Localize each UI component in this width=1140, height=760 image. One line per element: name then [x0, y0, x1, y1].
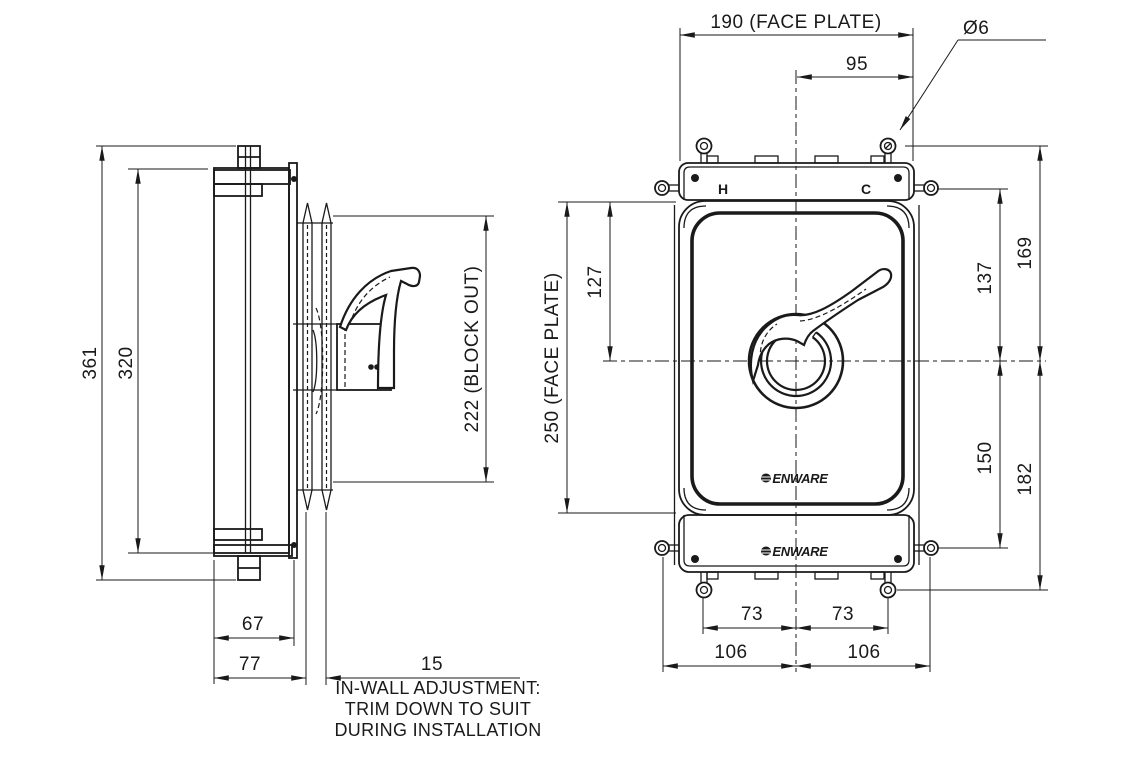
dim-screw-left-text: 73: [741, 604, 763, 625]
bracket-hole-bottom-right: [894, 555, 902, 563]
note-line-1: IN-WALL ADJUSTMENT:: [335, 678, 540, 698]
installation-note: IN-WALL ADJUSTMENT: TRIM DOWN TO SUIT DU…: [334, 678, 541, 740]
escutcheon-bulge-hidden: [315, 307, 324, 415]
brand-logo-plate: ENWARE: [761, 471, 829, 486]
dim-centre-to-bottom-screw-text: 182: [1015, 462, 1036, 495]
dim-half-width-text: 95: [846, 54, 868, 75]
bottom-screw-left: [695, 572, 713, 599]
bracket-hole-bottom-left: [691, 555, 699, 563]
side-body: [213, 167, 290, 554]
note-line-3: DURING INSTALLATION: [334, 720, 541, 740]
note-line-2: TRIM DOWN TO SUIT: [345, 699, 531, 719]
brand-text-plate: ENWARE: [772, 471, 828, 486]
dim-screw-right-text: 73: [832, 604, 854, 625]
side-view: 361 320 222 (BLOCK OUT) 67 77 15 IN-WALL…: [80, 145, 541, 740]
dim-screw-dia-text: Ø6: [963, 18, 989, 39]
dim-height-text: 250 (FACE PLATE): [542, 272, 563, 443]
cold-label: C: [861, 181, 871, 197]
wall-plate-serrated: [297, 202, 333, 511]
dim-side-screw-to-centre-text: 137: [975, 261, 996, 294]
dim-depth-to-plate-text: 77: [239, 654, 261, 675]
bottom-screw-right: [879, 572, 897, 599]
front-view: H C: [542, 12, 1048, 672]
dim-body-depth-text: 67: [242, 614, 264, 635]
side-screw-bottom-right: [914, 540, 939, 556]
bracket-hole-top-right: [894, 174, 902, 182]
lever-front: [749, 268, 893, 385]
side-screw-top-right: [914, 180, 939, 196]
mounting-rod: [244, 146, 252, 553]
top-mounting-tab: [213, 145, 291, 197]
bottom-bracket: ENWARE: [678, 514, 915, 580]
bracket-hole-top-left: [691, 174, 699, 182]
side-dimensions: 361 320 222 (BLOCK OUT) 67 77 15 IN-WALL…: [80, 145, 541, 740]
hot-label: H: [718, 181, 728, 197]
dim-adjustment-text: 15: [421, 654, 443, 675]
screw-dia-callout: Ø6: [899, 18, 1046, 131]
side-screw-bottom-left: [654, 540, 679, 556]
side-back-plate: [288, 162, 298, 559]
dim-side-screw-left-text: 106: [714, 642, 747, 663]
dim-top-to-centre-text: 127: [585, 265, 606, 298]
dim-overall-height-text: 361: [80, 346, 101, 379]
dim-top-screw-to-centre-text: 169: [1015, 236, 1036, 269]
face-plate-panel: [690, 211, 905, 506]
dim-centre-to-side-screw-text: 150: [975, 441, 996, 474]
lever-side: [338, 266, 422, 390]
top-bracket: H C: [678, 155, 915, 201]
front-dimensions: 190 (FACE PLATE) 95 Ø6 250 (FACE PLATE) …: [542, 12, 1048, 672]
top-screw-right: [879, 137, 897, 163]
brand-logo-bracket: ENWARE: [761, 544, 829, 559]
dim-width-text: 190 (FACE PLATE): [710, 12, 881, 33]
top-screw-left: [695, 137, 713, 163]
handle-side-profile: [293, 266, 422, 391]
dim-body-height-text: 320: [116, 346, 137, 379]
dim-side-screw-right-text: 106: [847, 642, 880, 663]
bottom-mounting-tab: [213, 528, 293, 581]
side-screw-dot-top: [291, 176, 297, 182]
valve-handle: [749, 268, 893, 385]
brand-text-bracket: ENWARE: [772, 544, 828, 559]
dim-block-out-text: 222 (BLOCK OUT): [462, 266, 483, 433]
side-screw-top-left: [654, 180, 679, 196]
